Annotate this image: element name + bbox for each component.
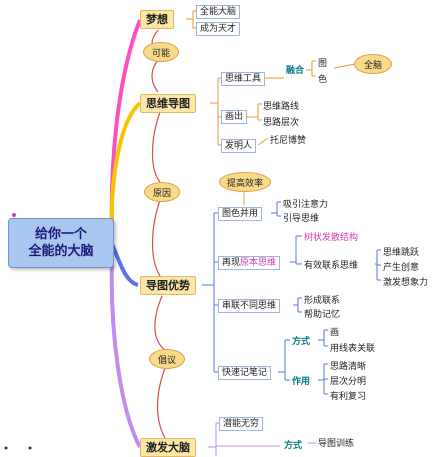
topic-advantage[interactable]: 导图优势 <box>140 276 196 295</box>
central-topic[interactable]: 给你一个 全能的大脑 <box>8 218 114 268</box>
dream-item-2[interactable]: 成为天才 <box>196 22 241 37</box>
advantage-reproduce-pink: 原本思维 <box>240 258 277 268</box>
mindmap-picture[interactable]: 图 <box>318 59 328 69</box>
advantage-attract[interactable]: 吸引注意力 <box>283 200 329 210</box>
mindmap-draw[interactable]: 画出 <box>221 110 248 125</box>
advantage-efficiency[interactable]: 提高效率 <box>219 172 271 192</box>
inspire-training[interactable]: 导图训练 <box>318 439 355 449</box>
advantage-use-label: 作用 <box>292 377 311 387</box>
advantage-guide[interactable]: 引导思维 <box>283 214 320 224</box>
mindmap-allbrain[interactable]: 全脑 <box>354 54 392 74</box>
advantage-serial[interactable]: 串联不同思维 <box>218 299 281 314</box>
advantage-effective[interactable]: 有效联系思维 <box>304 261 359 271</box>
mindmap-fusion-label: 融合 <box>286 66 305 76</box>
advantage-use-item-1[interactable]: 思路清晰 <box>330 362 367 372</box>
advantage-use-item-2[interactable]: 层次分明 <box>330 377 367 387</box>
topic-mindmap[interactable]: 思维导图 <box>140 94 196 113</box>
inspire-potential[interactable]: 潜能无穷 <box>219 417 264 432</box>
mindmap-inventor-name[interactable]: 托尼博赞 <box>270 136 307 146</box>
advantage-method-label: 方式 <box>292 337 311 347</box>
advantage-reproduce[interactable]: 再现原本思维 <box>218 256 281 271</box>
mindmap-tools[interactable]: 思维工具 <box>221 72 266 87</box>
link-suggest[interactable]: 倡议 <box>149 349 185 369</box>
mindmap-inventor[interactable]: 发明人 <box>221 139 257 154</box>
central-line-1: 给你一个 <box>34 227 87 242</box>
advantage-use-item-3[interactable]: 有利复习 <box>330 392 367 402</box>
advantage-effect-1[interactable]: 思维跳跃 <box>383 248 420 258</box>
advantage-tree[interactable]: 树状发散结构 <box>304 233 359 243</box>
advantage-effect-3[interactable]: 激发想象力 <box>383 278 429 288</box>
mindmap-color[interactable]: 色 <box>318 75 328 85</box>
link-possible[interactable]: 可能 <box>143 42 179 62</box>
link-reason[interactable]: 原因 <box>144 182 180 202</box>
advantage-method-item-1[interactable]: 画 <box>330 328 340 338</box>
topic-dream[interactable]: 梦想 <box>140 10 174 29</box>
inspire-method-label: 方式 <box>284 441 303 451</box>
advantage-effect-2[interactable]: 产生创意 <box>383 263 420 273</box>
mindmap-draw-item-1[interactable]: 思维路线 <box>263 102 300 112</box>
advantage-pic-color[interactable]: 图色并用 <box>218 207 263 222</box>
mindmap-draw-item-2[interactable]: 思路层次 <box>263 118 300 128</box>
advantage-method-item-2[interactable]: 用线表关联 <box>330 344 376 354</box>
advantage-serial-item-1[interactable]: 形成联系 <box>304 296 341 306</box>
advantage-reproduce-prefix: 再现 <box>222 258 241 268</box>
advantage-serial-item-2[interactable]: 帮助记忆 <box>304 310 341 320</box>
advantage-notes[interactable]: 快速记笔记 <box>218 366 272 381</box>
topic-inspire[interactable]: 激发大脑 <box>140 438 196 457</box>
central-line-2: 全能的大脑 <box>28 244 94 259</box>
dream-item-1[interactable]: 全能大脑 <box>196 5 241 20</box>
